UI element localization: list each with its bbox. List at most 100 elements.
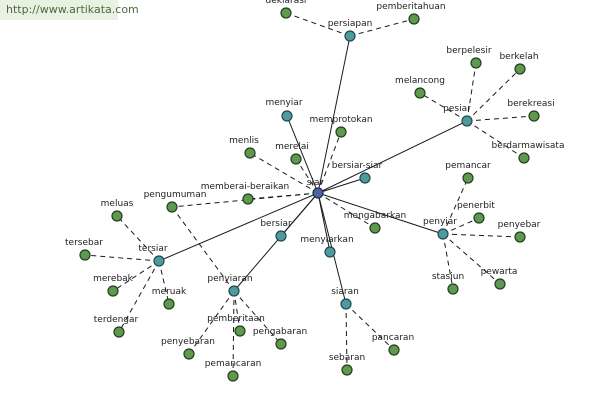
label-bersiar[interactable]: bersiar (260, 219, 292, 229)
edge-tersiar-merebak (112, 260, 160, 292)
edge-siar-mengabarkan (317, 192, 376, 229)
node-siaran[interactable] (340, 298, 352, 310)
label-penerbit[interactable]: penerbit (457, 201, 495, 211)
label-menyiar[interactable]: menyiar (265, 98, 302, 108)
label-meluas[interactable]: meluas (101, 199, 134, 209)
node-pemberitaan[interactable] (234, 325, 246, 337)
label-meruak[interactable]: meruak (152, 287, 187, 297)
edge-siaran-sebaran (345, 303, 348, 371)
node-memprotokan[interactable] (335, 126, 347, 138)
node-mengabarkan[interactable] (369, 222, 381, 234)
label-stasiun[interactable]: stasiun (432, 272, 464, 282)
edge-penyiar-pewarta (442, 233, 501, 285)
edge-siar-penyiaran (233, 192, 319, 292)
edge-siar-menlis (249, 152, 319, 194)
node-pewarta[interactable] (494, 278, 506, 290)
label-pemancaran[interactable]: pemancaran (205, 359, 262, 369)
label-memberai-beraikan[interactable]: memberai-beraikan (201, 182, 290, 192)
edge-pesiar-berkelah (466, 68, 521, 122)
node-pemancar[interactable] (462, 172, 474, 184)
node-pemberitahuan[interactable] (408, 13, 420, 25)
label-berdarmawisata[interactable]: berdarmawisata (492, 141, 565, 151)
label-pengabaran[interactable]: pengabaran (253, 327, 307, 337)
node-melancong[interactable] (414, 87, 426, 99)
label-tersiar[interactable]: tersiar (138, 244, 167, 254)
edge-penyiaran-pengabaran (233, 290, 282, 345)
node-pemancaran[interactable] (227, 370, 239, 382)
label-siar[interactable]: siar (307, 178, 324, 188)
label-mengabarkan[interactable]: mengabarkan (344, 211, 406, 221)
node-sebaran[interactable] (341, 364, 353, 376)
label-menyiarkan[interactable]: menyiarkan (300, 235, 353, 245)
edge-siar-bersiar-siar (317, 177, 366, 194)
node-tersiar[interactable] (153, 255, 165, 267)
node-deklarasi[interactable] (280, 7, 292, 19)
node-merebak[interactable] (107, 285, 119, 297)
edge-pesiar-berekreasi (466, 115, 535, 122)
node-meluas[interactable] (111, 210, 123, 222)
edge-tersiar-terdengar (118, 260, 160, 333)
node-pancaran[interactable] (388, 344, 400, 356)
node-penerbit[interactable] (473, 212, 485, 224)
label-berkelah[interactable]: berkelah (499, 52, 538, 62)
node-pengumuman[interactable] (166, 201, 178, 213)
edge-penyiar-penyebar (442, 233, 521, 238)
label-sebaran[interactable]: sebaran (329, 353, 365, 363)
label-merebak[interactable]: merebak (93, 274, 134, 284)
node-merelai[interactable] (290, 153, 302, 165)
label-pesiar[interactable]: pesiar (443, 104, 471, 114)
edge-tersiar-tersebar (84, 254, 160, 262)
node-siar[interactable] (312, 187, 324, 199)
node-tersebar[interactable] (79, 249, 91, 261)
edge-penyiar-stasiun (442, 233, 454, 290)
label-persiapan[interactable]: persiapan (328, 19, 373, 29)
node-berpelesir[interactable] (470, 57, 482, 69)
label-penyebaran[interactable]: penyebaran (161, 337, 215, 347)
label-berpelesir[interactable]: berpelesir (446, 46, 491, 56)
label-menlis[interactable]: menlis (229, 136, 259, 146)
label-penyiaran[interactable]: penyiaran (207, 274, 252, 284)
label-pemberitaan[interactable]: pemberitaan (207, 314, 265, 324)
label-merelai[interactable]: merelai (275, 142, 309, 152)
node-berdarmawisata[interactable] (518, 152, 530, 164)
edge-siaran-pancaran (345, 303, 395, 351)
label-deklarasi[interactable]: deklarasi (266, 0, 307, 6)
node-penyebar[interactable] (514, 231, 526, 243)
node-berkelah[interactable] (514, 63, 526, 75)
edge-penyiar-pemancar (442, 177, 469, 235)
node-penyiaran[interactable] (228, 285, 240, 297)
node-penyebaran[interactable] (183, 348, 195, 360)
edge-tersiar-meruak (158, 260, 170, 305)
source-url-banner[interactable]: http://www.artikata.com (0, 0, 139, 20)
label-penyiar[interactable]: penyiar (423, 217, 457, 227)
node-bersiar[interactable] (275, 230, 287, 242)
node-persiapan[interactable] (344, 30, 356, 42)
label-siaran[interactable]: siaran (331, 287, 359, 297)
node-menyiar[interactable] (281, 110, 293, 122)
node-berekreasi[interactable] (528, 110, 540, 122)
label-penyebar[interactable]: penyebar (498, 220, 541, 230)
node-menlis[interactable] (244, 147, 256, 159)
label-pengumuman[interactable]: pengumuman (144, 190, 207, 200)
label-berekreasi[interactable]: berekreasi (507, 99, 554, 109)
node-meruak[interactable] (163, 298, 175, 310)
edge-siar-persiapan (317, 35, 351, 194)
node-penyiar[interactable] (437, 228, 449, 240)
label-pemancar[interactable]: pemancar (445, 161, 491, 171)
node-pengabaran[interactable] (275, 338, 287, 350)
label-memprotokan[interactable]: memprotokan (309, 115, 372, 125)
edge-siar-menyiar (286, 115, 319, 194)
label-melancong[interactable]: melancong (395, 76, 445, 86)
node-terdengar[interactable] (113, 326, 125, 338)
node-stasiun[interactable] (447, 283, 459, 295)
label-terdengar[interactable]: terdengar (94, 315, 139, 325)
node-bersiar-siar[interactable] (359, 172, 371, 184)
node-menyiarkan[interactable] (324, 246, 336, 258)
node-memberai-beraikan[interactable] (242, 193, 254, 205)
node-pesiar[interactable] (461, 115, 473, 127)
label-bersiar-siar[interactable]: bersiar-siar (332, 161, 383, 171)
label-pewarta[interactable]: pewarta (481, 267, 518, 277)
label-pancaran[interactable]: pancaran (372, 333, 414, 343)
label-tersebar[interactable]: tersebar (65, 238, 103, 248)
label-pemberitahuan[interactable]: pemberitahuan (376, 2, 445, 12)
